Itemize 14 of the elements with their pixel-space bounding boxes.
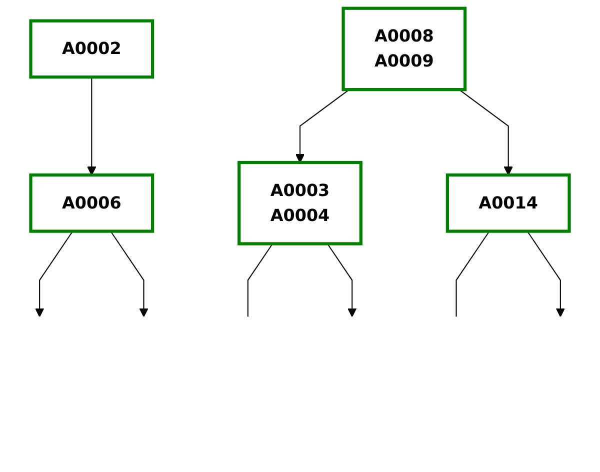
connector: [247, 243, 273, 317]
arrow: [458, 89, 513, 176]
connector: [456, 230, 490, 317]
arrow: [295, 89, 350, 163]
node-box: A0006: [29, 173, 154, 233]
arrow: [87, 77, 96, 176]
node-box: A0002: [29, 19, 154, 79]
arrow: [327, 243, 357, 318]
arrow: [526, 230, 565, 318]
node-box: A0003 A0004: [238, 160, 362, 246]
arrow: [35, 230, 74, 318]
arrow: [110, 230, 148, 318]
node-box: A0014: [446, 173, 571, 233]
node-box: A0008 A0009: [342, 6, 467, 92]
